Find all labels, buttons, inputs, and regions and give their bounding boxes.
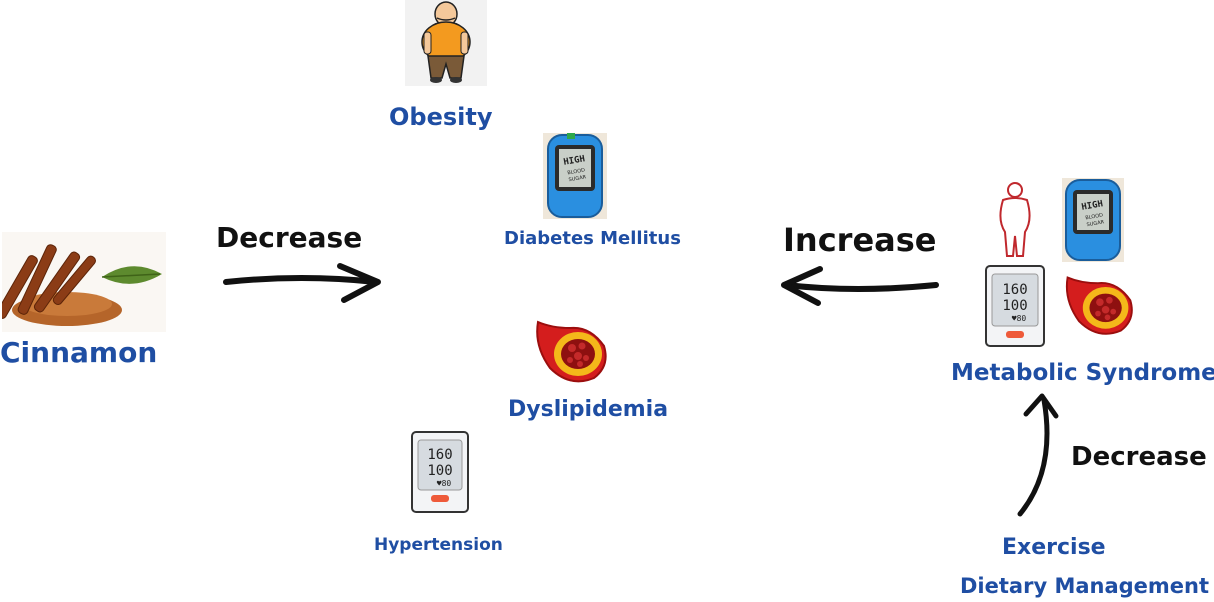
metabolic-syndrome-label: Metabolic Syndrome [951, 360, 1214, 386]
bp-diastolic-reading: 100 [427, 463, 452, 479]
glucose-meter-image-2: HIGH BLOOD SUGAR [1062, 178, 1124, 262]
bp-pulse-reading: ♥80 [437, 479, 452, 488]
left-arrow [776, 263, 940, 307]
cinnamon-label: Cinnamon [0, 336, 158, 369]
exercise-label: Exercise [1002, 535, 1106, 560]
dyslipidemia-label: Dyslipidemia [508, 397, 669, 422]
svg-text:BLOOD: BLOOD [567, 167, 586, 176]
bp-pulse-reading-2: ♥80 [1012, 314, 1027, 323]
svg-text:SUGAR: SUGAR [1086, 219, 1105, 228]
dietary-management-label: Dietary Management [960, 574, 1210, 598]
glucose-meter-image: HIGH BLOOD SUGAR [543, 133, 607, 219]
right-arrow [222, 260, 388, 306]
bp-systolic-reading-2: 160 [1002, 282, 1027, 298]
decrease-label-lifestyle: Decrease [1071, 442, 1207, 472]
svg-text:BLOOD: BLOOD [1085, 212, 1104, 221]
bp-monitor-image: 160 100 ♥80 [411, 431, 469, 513]
hypertension-label: Hypertension [374, 535, 503, 555]
increase-label: Increase [783, 221, 937, 259]
svg-text:HIGH: HIGH [563, 154, 586, 168]
artery-plaque-image [530, 316, 610, 386]
bp-monitor-image-2: 160 100 ♥80 [985, 265, 1045, 347]
decrease-label-cinnamon: Decrease [216, 221, 363, 254]
svg-text:HIGH: HIGH [1081, 199, 1104, 213]
artery-plaque-image-2 [1060, 270, 1136, 340]
obesity-image [405, 0, 487, 86]
body-outline-icon [993, 180, 1037, 260]
cinnamon-image [2, 232, 166, 332]
svg-text:SUGAR: SUGAR [568, 174, 587, 183]
bp-systolic-reading: 160 [427, 447, 452, 463]
diabetes-label: Diabetes Mellitus [504, 228, 681, 249]
obesity-label: Obesity [389, 103, 493, 131]
bp-diastolic-reading-2: 100 [1002, 298, 1027, 314]
up-arrow [1010, 390, 1060, 518]
